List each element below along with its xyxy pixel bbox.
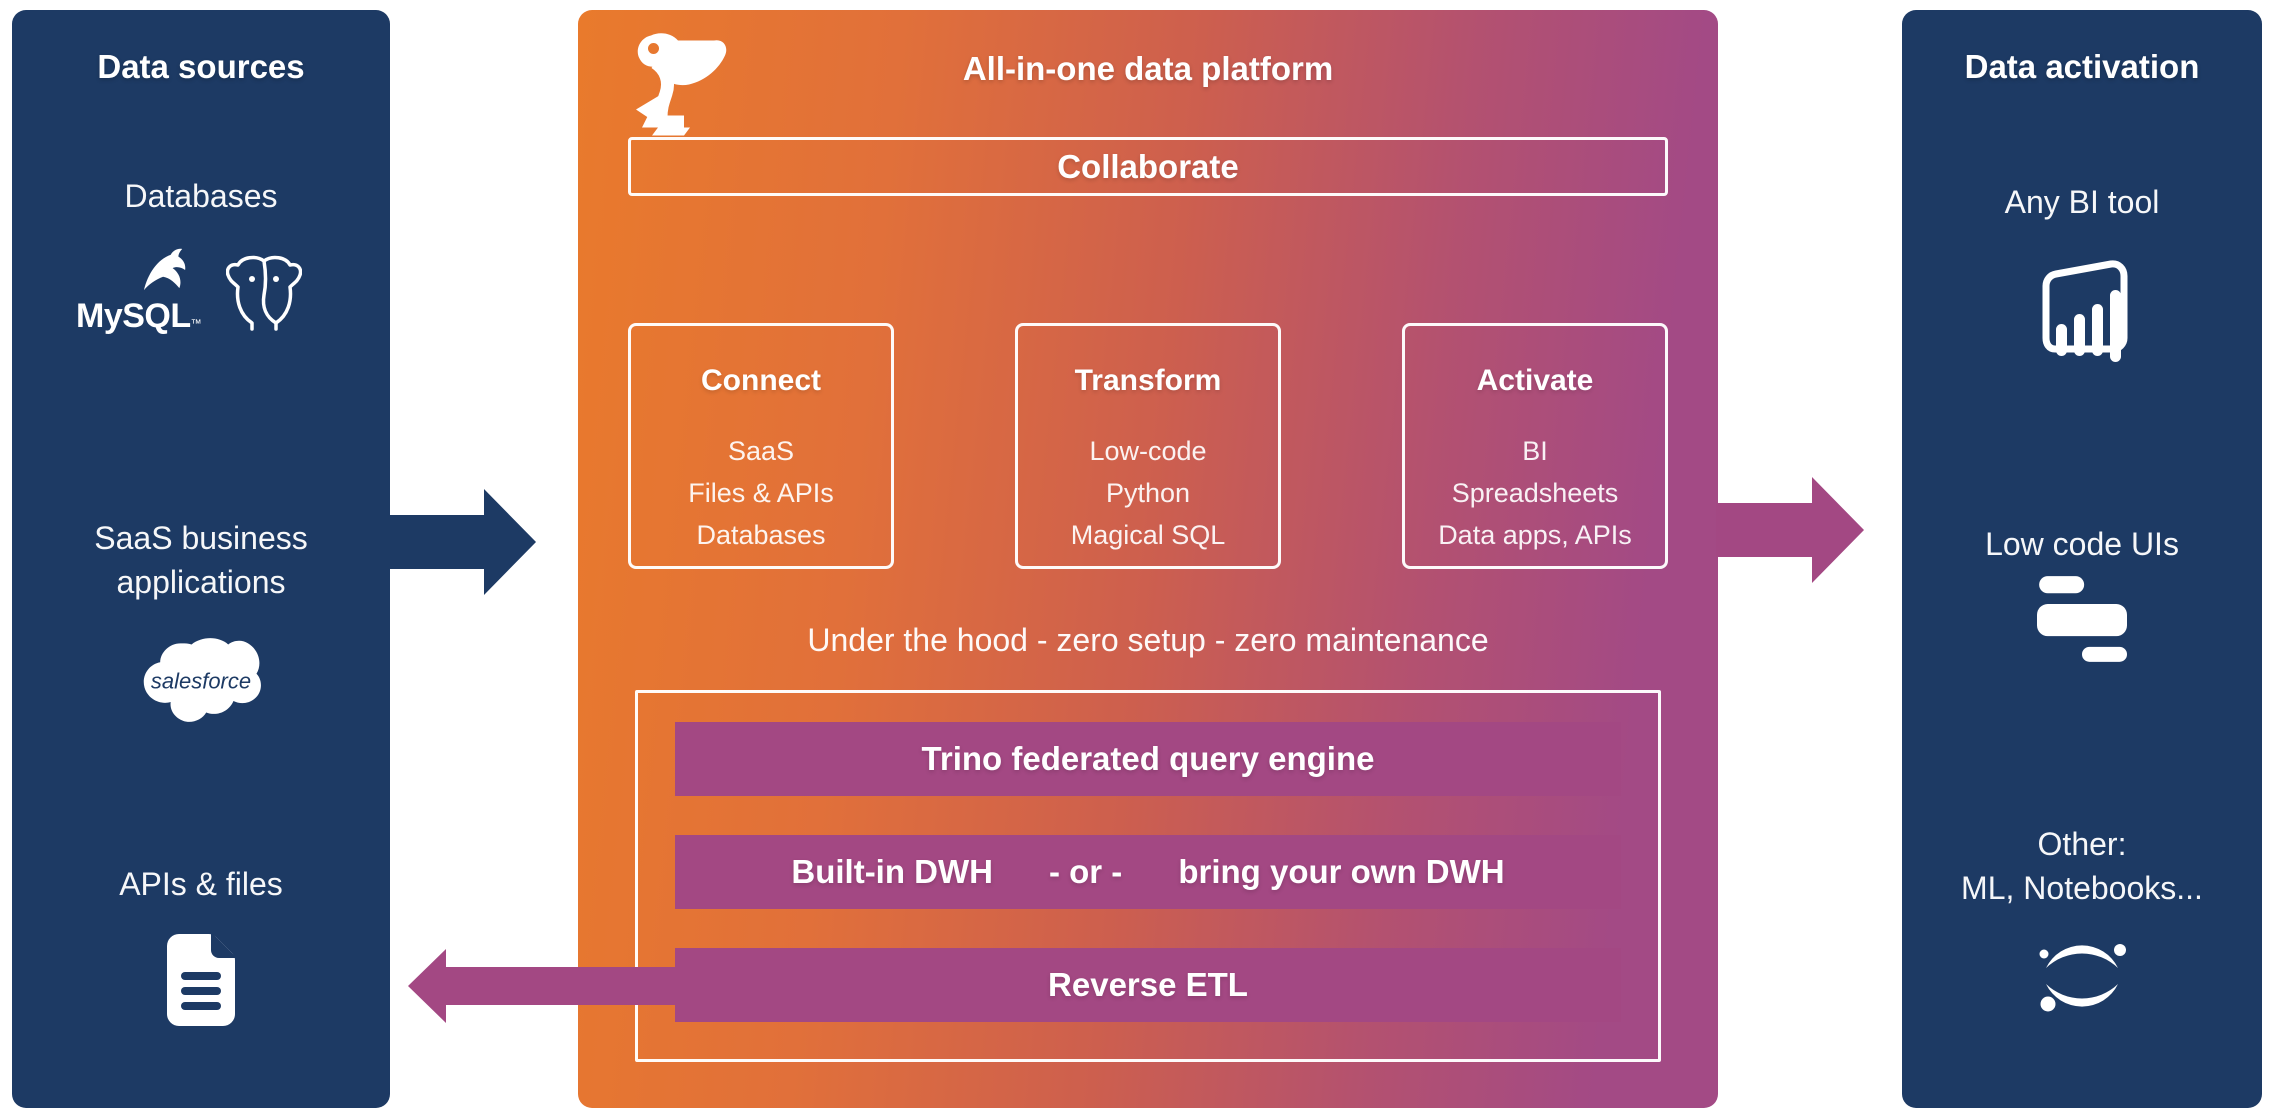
postgresql-elephant-icon: [226, 255, 302, 331]
activate-box: Activate BI Spreadsheets Data apps, APIs: [1402, 323, 1668, 569]
activate-item-data-apps: Data apps, APIs: [1438, 520, 1632, 550]
connect-item-files-apis: Files & APIs: [688, 478, 834, 508]
connect-item-saas: SaaS: [727, 436, 795, 466]
transform-item-magical-sql: Magical SQL: [1070, 520, 1226, 550]
databases-label: Databases: [124, 178, 278, 214]
sources-to-platform-arrow-icon: [388, 489, 536, 595]
saas-apps-label-line1: SaaS business: [94, 520, 308, 556]
collaborate-label: Collaborate: [1057, 147, 1239, 185]
apis-files-label: APIs & files: [119, 866, 283, 902]
under-the-hood-label: Under the hood - zero setup - zero maint…: [807, 622, 1489, 658]
data-sources-panel: Data sources Databases MySQL™ SaaS busin…: [12, 10, 390, 1108]
reverse-etl-bar: Reverse ETL: [675, 948, 1621, 1022]
activate-title: Activate: [1476, 364, 1594, 397]
connect-item-databases: Databases: [696, 520, 826, 550]
platform-panel: All-in-one data platform Collaborate Con…: [578, 10, 1718, 1108]
powerbi-icon: [2042, 260, 2128, 362]
activate-item-bi: BI: [1522, 436, 1548, 466]
platform-title: All-in-one data platform: [962, 50, 1334, 87]
salesforce-cloud-icon: salesforce: [143, 638, 261, 722]
other-label-line2: ML, Notebooks...: [1961, 870, 2203, 906]
connect-title: Connect: [701, 364, 821, 397]
transform-item-python: Python: [1105, 478, 1191, 508]
mysql-logo: MySQL™: [76, 248, 206, 336]
data-sources-title: Data sources: [97, 48, 305, 85]
jupyter-icon: [2039, 944, 2126, 1012]
document-icon: [167, 932, 237, 1026]
activate-item-spreadsheets: Spreadsheets: [1451, 478, 1619, 508]
connect-box: Connect SaaS Files & APIs Databases: [628, 323, 894, 569]
collaborate-bar: Collaborate: [628, 137, 1668, 196]
dwh-bar: Built-in DWH - or - bring your own DWH: [675, 835, 1621, 909]
any-bi-tool-label: Any BI tool: [2004, 184, 2160, 220]
dwh-builtin-label: Built-in DWH: [791, 853, 993, 890]
data-activation-title: Data activation: [1964, 48, 2200, 85]
transform-items: Low-code Python Magical SQL: [1018, 430, 1278, 556]
under-the-hood-box: [635, 690, 1661, 1062]
mysql-wordmark: MySQL™: [76, 297, 202, 335]
saas-apps-label-line2: applications: [116, 564, 286, 600]
activate-items: BI Spreadsheets Data apps, APIs: [1405, 430, 1665, 556]
dwh-or-label: - or -: [1048, 853, 1123, 890]
pelican-logo-icon: [636, 33, 727, 136]
other-label: Other: ML, Notebooks...: [1902, 822, 2262, 910]
data-activation-panel: Data activation Any BI tool Low code UIs…: [1902, 10, 2262, 1108]
trino-label: Trino federated query engine: [921, 740, 1375, 777]
other-label-line1: Other:: [2037, 826, 2127, 862]
trino-bar: Trino federated query engine: [675, 722, 1621, 796]
mysql-tm: ™: [190, 318, 202, 330]
platform-to-activation-arrow-icon: [1716, 477, 1864, 583]
connect-items: SaaS Files & APIs Databases: [631, 430, 891, 556]
transform-title: Transform: [1074, 364, 1222, 397]
salesforce-wordmark: salesforce: [151, 668, 251, 693]
feature-boxes-row: Connect SaaS Files & APIs Databases Tran…: [628, 323, 1668, 569]
reverse-etl-label: Reverse ETL: [1048, 966, 1248, 1003]
reverse-etl-arrow-icon: [408, 949, 680, 1023]
mysql-dolphin-icon: [143, 248, 186, 291]
dwh-byo-label: bring your own DWH: [1178, 853, 1505, 890]
lowcode-blocks-icon: [2037, 576, 2127, 662]
low-code-uis-label: Low code UIs: [1985, 526, 2179, 562]
transform-item-lowcode: Low-code: [1089, 436, 1207, 466]
transform-box: Transform Low-code Python Magical SQL: [1015, 323, 1281, 569]
saas-apps-label: SaaS business applications: [12, 516, 390, 604]
